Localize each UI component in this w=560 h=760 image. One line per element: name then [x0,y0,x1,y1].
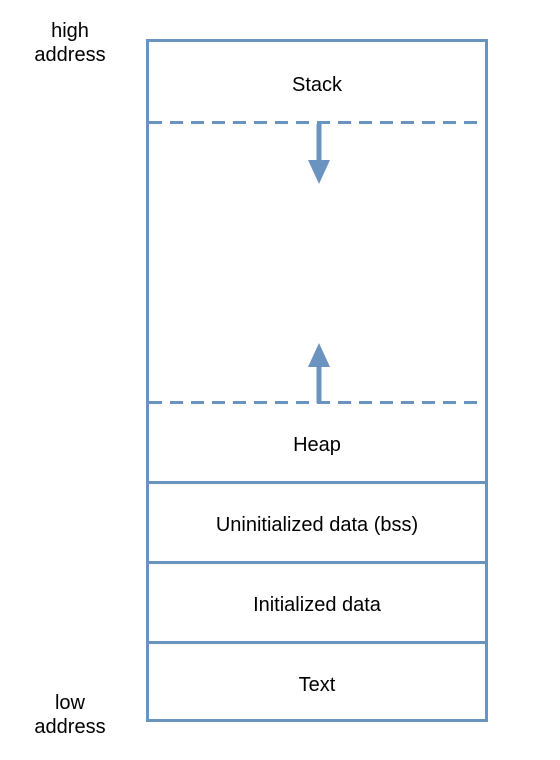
low-address-label: low address [34,692,106,738]
heap-grows-up-arrow-icon [308,343,330,403]
bss-segment-label: Uninitialized data (bss) [215,514,419,536]
initialized-text-divider [149,641,485,644]
heap-boundary-dashed-line [149,401,485,404]
stack-grows-down-arrow-icon [308,124,330,184]
bss-initialized-divider [149,561,485,564]
memory-layout-diagram: Stack Heap Uninitialized data (bss) Init… [146,39,488,722]
text-segment-label: Text [298,674,336,696]
stack-segment-label: Stack [291,74,343,96]
heap-segment-label: Heap [293,434,341,456]
initialized-data-segment-label: Initialized data [253,594,381,616]
high-address-label: high address [34,20,106,66]
stack-boundary-dashed-line [149,121,485,124]
heap-bss-divider [149,481,485,484]
